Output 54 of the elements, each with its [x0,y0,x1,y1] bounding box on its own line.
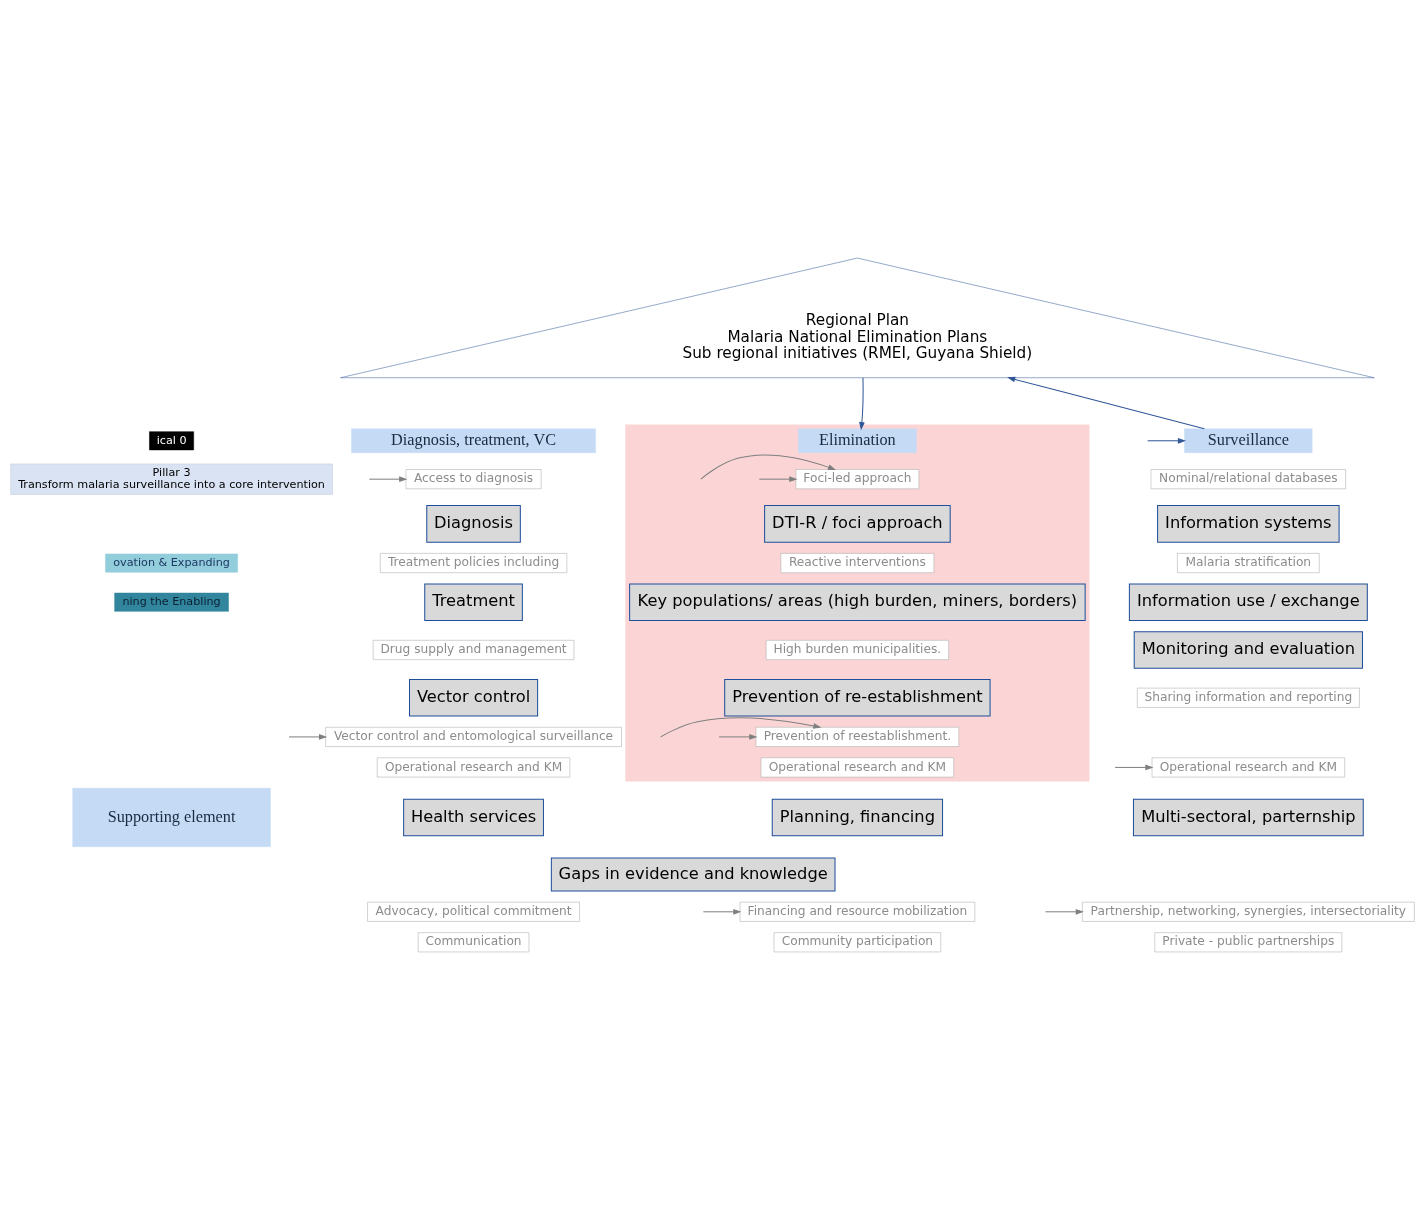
node-box: Vector control and entomological surveillance [325,727,622,747]
node-box: Nominal/relational databases [1150,469,1346,490]
arrow [702,908,742,915]
node-box: Access to diagnosis [405,469,542,490]
node-box: Pillar 3 Transform malaria surveillance into a core intervention [10,463,333,495]
arrow [700,454,837,480]
node-box: DTI-R / foci approach [764,505,951,543]
node-box: Drug supply and management [372,640,575,660]
node-box: Health services [403,798,544,837]
cluster [625,424,1090,782]
node-box: Operational research and KM [376,757,571,778]
node-box: Treatment policies including [380,553,568,573]
node-box: Financing and resource mobilization [739,901,976,922]
arrow [660,717,822,738]
node-box: Operational research and KM [760,757,954,778]
node-box: Key populations/ areas (high burden, miners, borders) [629,583,1086,621]
node-box: Prevention of reestablishment. [755,727,960,747]
node-box: Diagnosis [426,505,521,543]
node-box: ning the Enabling [114,592,229,612]
node-box: ical 0 [149,431,194,451]
node-box: Information systems [1157,505,1340,543]
node-box: Malaria stratification [1177,553,1320,573]
node-box: Gaps in evidence and knowledge [550,857,836,892]
arrow [368,476,408,482]
arrow [288,734,328,740]
node-box: Treatment [424,583,523,621]
arrow [1007,376,1205,430]
node-box: Elimination [798,428,917,453]
arrow [1147,437,1186,444]
node-box: Communication [417,932,530,953]
node-box: Diagnosis, treatment, VC [351,428,596,453]
node-box: Operational research and KM [1151,757,1345,778]
node-box: Community participation [773,932,942,953]
node-box: Partnership, networking, synergies, intersectoriality [1082,901,1415,922]
node-box: Information use / exchange [1128,583,1368,621]
node-box: Private - public partnerships [1154,932,1343,953]
node-box: Planning, financing [771,798,944,837]
node-box: Prevention of re-establishment [724,678,991,717]
node-box: Foci-led approach [795,469,920,490]
arrow [1045,908,1084,915]
node-box: ovation & Expanding [105,553,238,573]
node-box: Vector control [409,678,539,717]
node-box: Supporting element [72,788,271,847]
node-box: Monitoring and evaluation [1133,631,1363,669]
node-box: High burden municipalities. [765,640,949,660]
node-box: Reactive interventions [780,553,935,573]
arrow [859,377,865,431]
node-box: Surveillance [1184,428,1313,453]
arrow [718,734,758,740]
arrow [1114,764,1154,771]
node-box: Multi-sectoral, parternship [1132,798,1364,837]
node-box: Sharing information and reporting [1137,687,1360,708]
node-box: Advocacy, political commitment [367,901,580,922]
arrow [758,476,798,482]
